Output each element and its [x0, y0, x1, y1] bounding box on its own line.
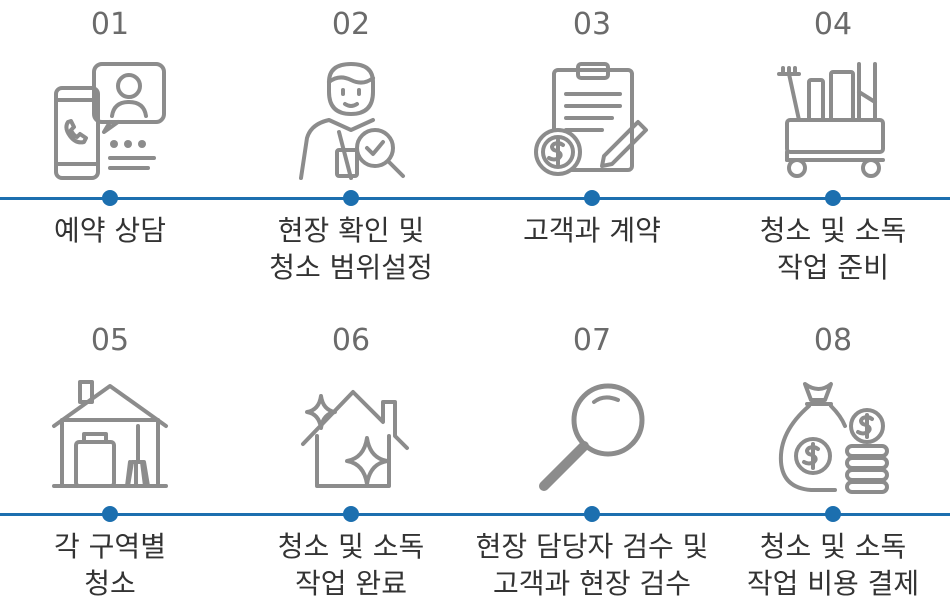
step-label-line: 예약 상담 — [54, 214, 166, 247]
step-label-line: 작업 완료 — [295, 567, 407, 600]
timeline-dot — [825, 506, 841, 522]
phone-consultation-icon — [50, 60, 170, 180]
step-label-line: 청소 — [84, 567, 136, 600]
step-label-line: 고객과 현장 검수 — [492, 567, 692, 600]
timeline-dot — [584, 190, 600, 206]
step-number: 07 — [572, 323, 612, 358]
step-number: 02 — [331, 7, 371, 42]
timeline-dot — [825, 190, 841, 206]
step-label-line: 작업 비용 결제 — [746, 567, 920, 600]
step-label: 현장 확인 및 청소 범위설정 — [223, 212, 479, 286]
sparkling-house-icon — [291, 376, 411, 496]
step-label-line: 현장 확인 및 — [277, 214, 425, 247]
timeline-dot — [102, 506, 118, 522]
step-label-line: 청소 및 소독 — [759, 214, 907, 247]
magnifying-glass-icon — [532, 376, 652, 496]
step-label-line: 고객과 계약 — [523, 214, 661, 247]
step-label-line: 현장 담당자 검수 및 — [475, 530, 709, 563]
step-label: 청소 및 소독 작업 완료 — [223, 528, 479, 602]
step-label: 청소 및 소독 작업 비용 결제 — [705, 528, 950, 602]
step-number: 06 — [331, 323, 371, 358]
step-number: 05 — [90, 323, 130, 358]
step-label-line: 각 구역별 — [54, 530, 166, 563]
timeline-dot — [343, 506, 359, 522]
timeline-dot — [102, 190, 118, 206]
step-number: 08 — [813, 323, 853, 358]
step-number: 01 — [90, 7, 130, 42]
step-label: 예약 상담 — [0, 212, 238, 249]
step-label-line: 청소 및 소독 — [759, 530, 907, 563]
step-label-line: 작업 준비 — [777, 251, 889, 284]
timeline-dot — [584, 506, 600, 522]
step-number: 03 — [572, 7, 612, 42]
inspector-magnifier-icon — [291, 60, 411, 180]
step-label: 고객과 계약 — [464, 212, 720, 249]
step-label-line: 청소 및 소독 — [277, 530, 425, 563]
money-bag-coins-icon — [773, 376, 893, 496]
timeline-line-row-2 — [0, 513, 950, 516]
step-number: 04 — [813, 7, 853, 42]
timeline-line-row-1 — [0, 197, 950, 200]
step-label: 각 구역별 청소 — [0, 528, 238, 602]
contract-clipboard-icon — [532, 60, 652, 180]
house-bucket-broom-icon — [50, 376, 170, 496]
step-label: 청소 및 소독 작업 준비 — [705, 212, 950, 286]
step-label: 현장 담당자 검수 및 고객과 현장 검수 — [464, 528, 720, 602]
step-label-line: 청소 범위설정 — [269, 251, 433, 284]
timeline-dot — [343, 190, 359, 206]
cleaning-cart-icon — [773, 60, 893, 180]
